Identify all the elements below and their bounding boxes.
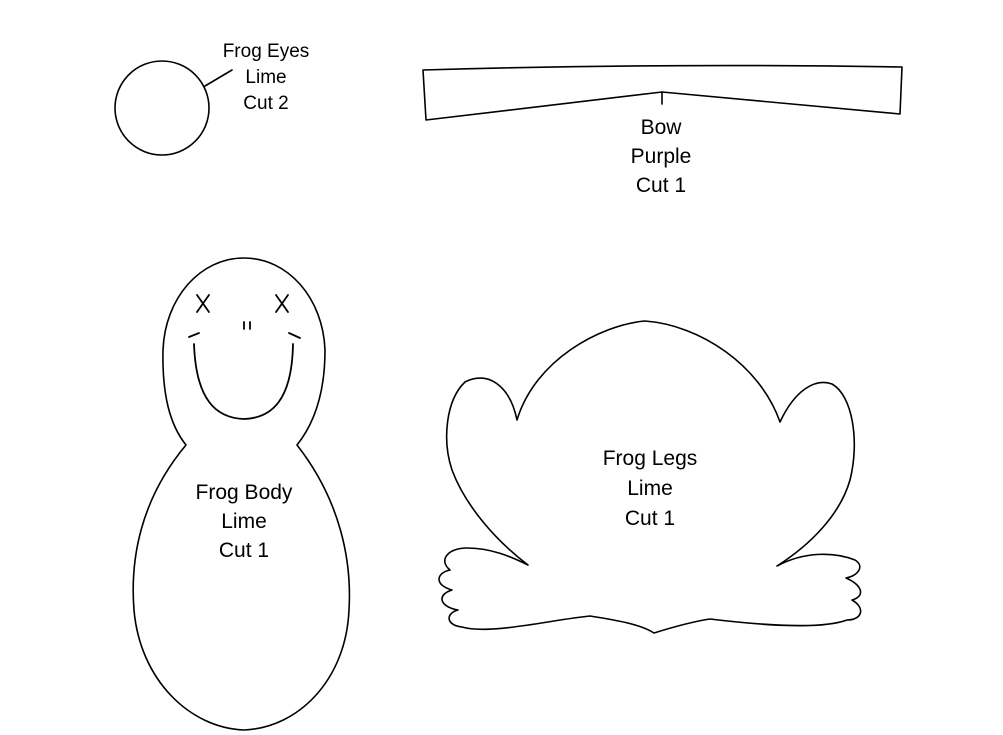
frog-legs-outline <box>438 320 862 634</box>
frog-body-outline <box>132 257 351 731</box>
smile-curve <box>193 343 294 420</box>
frog-legs-cut-label: Cut 1 <box>625 507 675 530</box>
frog-body-cut-label: Cut 1 <box>219 539 269 562</box>
right-eye-x-mark <box>275 294 289 313</box>
smile-left-corner <box>188 332 200 338</box>
frog-body-piece: Frog Body Lime Cut 1 <box>132 257 351 731</box>
frog-eyes-leader-line <box>204 69 233 87</box>
frog-legs-piece: Frog Legs Lime Cut 1 <box>438 320 862 634</box>
bow-piece: Bow Purple Cut 1 <box>422 64 903 197</box>
left-eye-x-mark <box>196 294 210 313</box>
smile-right-corner <box>288 332 301 339</box>
frog-eye-outline <box>114 60 210 156</box>
frog-eyes-piece: Frog Eyes Lime Cut 2 <box>114 41 310 156</box>
frog-eyes-name-label: Frog Eyes <box>223 41 310 62</box>
bow-cut-label: Cut 1 <box>636 174 686 197</box>
frog-body-name-label: Frog Body <box>196 481 293 504</box>
bow-name-label: Bow <box>641 116 683 139</box>
nostril-marks <box>243 321 251 330</box>
frog-legs-color-label: Lime <box>627 477 673 500</box>
frog-eyes-color-label: Lime <box>245 67 286 88</box>
bow-outline <box>422 64 903 121</box>
frog-legs-name-label: Frog Legs <box>603 447 698 470</box>
frog-body-color-label: Lime <box>221 510 267 533</box>
bow-color-label: Purple <box>631 145 692 168</box>
frog-eyes-cut-label: Cut 2 <box>243 93 288 114</box>
